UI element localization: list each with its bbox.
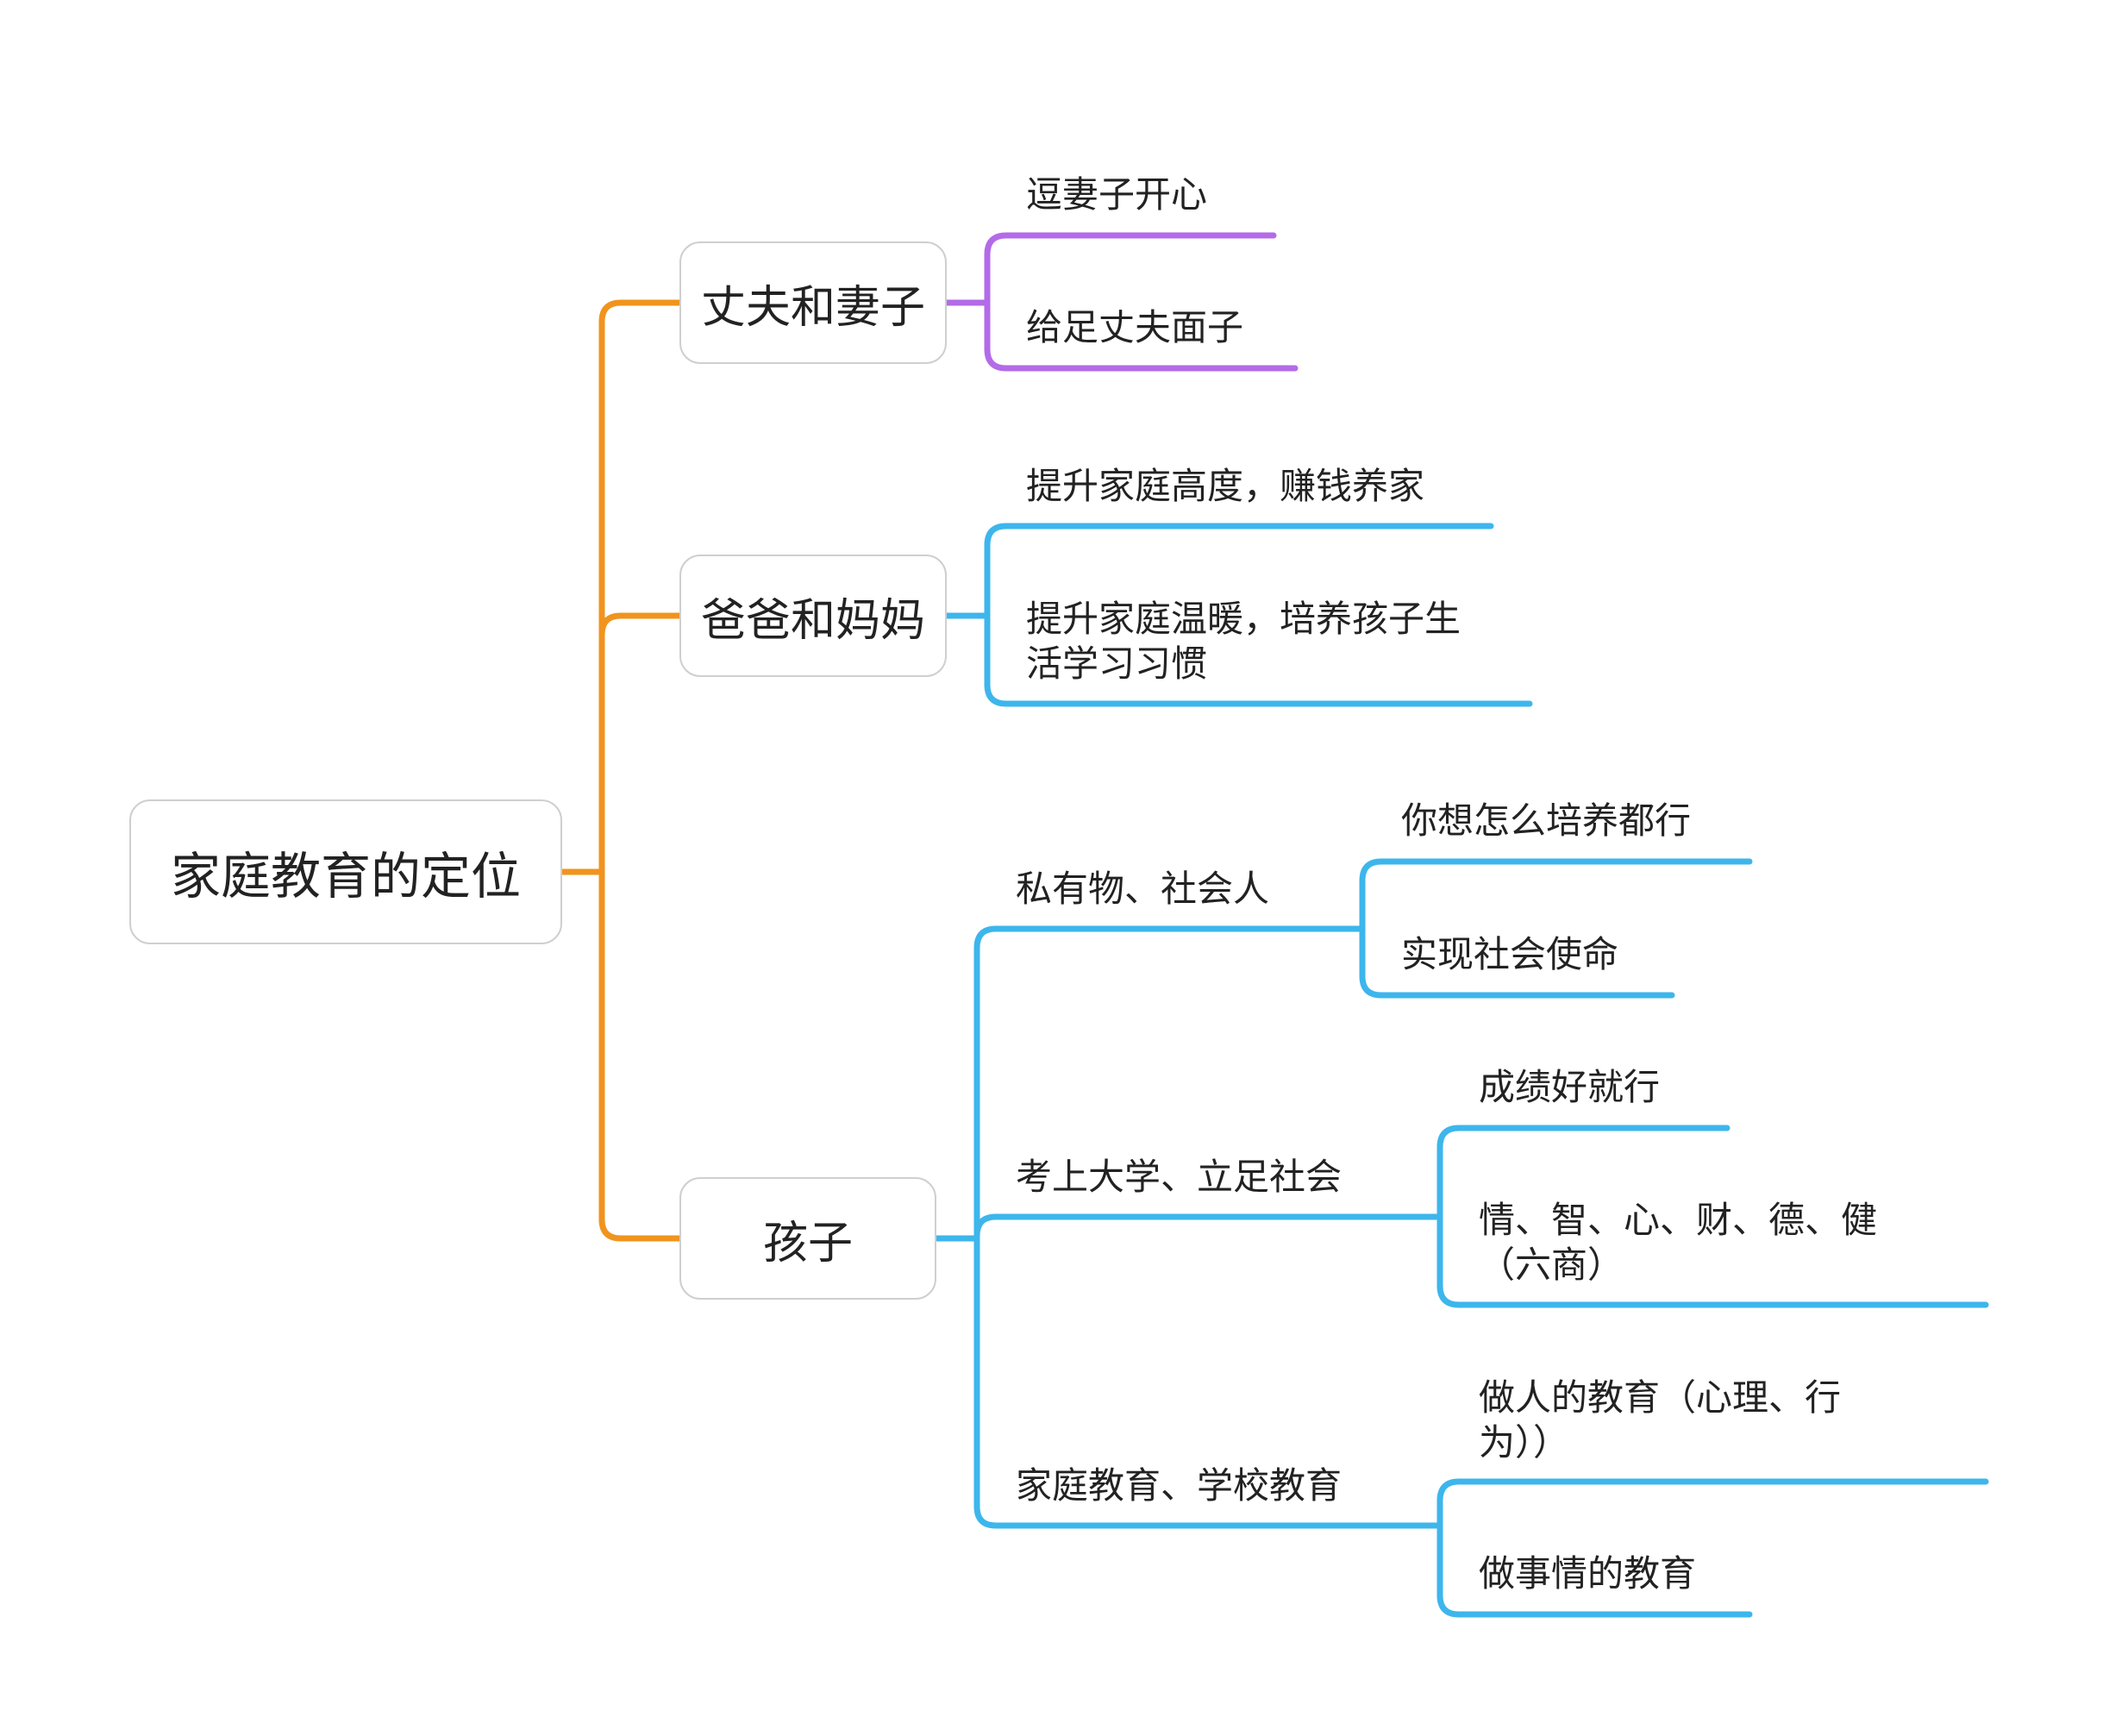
leaf-line-1: 情、智、心、财、德、健 [1479, 1199, 1878, 1241]
leaf-topic[interactable]: 给足丈夫面子 [1026, 306, 1244, 348]
leaf-topic[interactable]: 做事情的教育 [1479, 1552, 1697, 1595]
leaf-line-2: 为）） [1479, 1421, 1570, 1463]
connector-sub3-leaf-2 [1436, 1522, 1753, 1618]
topic-parents[interactable]: 爸爸和妈妈 [679, 555, 947, 677]
topic-label: 丈夫和妻子 [700, 281, 925, 334]
leaf-topic[interactable]: 逗妻子开心 [1026, 173, 1208, 216]
connector-to-husband-wife [598, 299, 683, 875]
connector-hw-leaf-2 [984, 299, 1299, 372]
connector-sub3-leaf-1 [1436, 1478, 1989, 1529]
connector-parents-leaf-2 [984, 612, 1533, 707]
root-topic-label: 家庭教育的定位 [170, 847, 521, 906]
root-topic[interactable]: 家庭教育的定位 [129, 799, 562, 944]
leaf-topic-multiline[interactable]: 情、智、心、财、德、健 （六商） [1479, 1198, 1877, 1288]
leaf-topic-multiline[interactable]: 提升家庭温暖，培养孩子生 活学习习惯 [1026, 597, 1461, 686]
leaf-line-1: 提升家庭温暖，培养孩子生 [1026, 598, 1461, 640]
connector-sub2-leaf-2 [1436, 1213, 1989, 1308]
connector-sub1-leaf-1 [1359, 858, 1753, 932]
topic-husband-wife[interactable]: 丈夫和妻子 [679, 241, 947, 364]
connector-parents-leaf-1 [984, 523, 1494, 619]
subtopic-private-social[interactable]: 私有物、社会人 [1016, 868, 1270, 910]
connector-child-sub-2 [973, 1213, 1443, 1242]
subtopic-family-school-education[interactable]: 家庭教育、学校教育 [1016, 1464, 1343, 1507]
connector-sub1-leaf-2 [1359, 925, 1675, 999]
subtopic-college-society[interactable]: 考上大学、立足社会 [1016, 1156, 1343, 1198]
leaf-topic[interactable]: 实现社会使命 [1401, 933, 1619, 975]
connector-to-child [598, 868, 683, 1242]
leaf-topic[interactable]: 你想怎么培养都行 [1401, 799, 1692, 842]
connector-child-sub-3 [973, 1235, 1443, 1529]
leaf-line-2: （六商） [1479, 1244, 1624, 1286]
leaf-topic[interactable]: 成绩好就行 [1479, 1066, 1661, 1108]
connector-child-sub-1 [973, 925, 1366, 1242]
connector-to-parents [598, 612, 683, 875]
topic-child[interactable]: 孩子 [679, 1177, 936, 1300]
leaf-topic-multiline[interactable]: 做人的教育（心理、行 为）） [1479, 1376, 1841, 1465]
leaf-line-1: 做人的教育（心理、行 [1479, 1376, 1842, 1419]
topic-label: 爸爸和妈妈 [700, 594, 925, 647]
connector-hw-leaf-1 [984, 232, 1277, 306]
topic-label: 孩子 [762, 1217, 853, 1269]
connector-sub2-leaf-1 [1436, 1125, 1731, 1220]
leaf-topic[interactable]: 提升家庭高度，赚钱养家 [1026, 465, 1425, 507]
leaf-line-2: 活学习习惯 [1026, 642, 1208, 685]
